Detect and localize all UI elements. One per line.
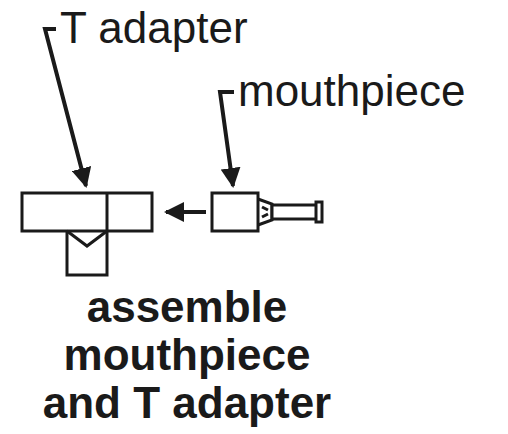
t-adapter	[22, 193, 152, 275]
assembly-arrow	[166, 210, 206, 214]
caption: assemble mouthpiece and T adapter	[22, 283, 352, 427]
part-label: mouthpiece	[238, 66, 465, 116]
part-label: T adapter	[60, 3, 248, 53]
mouthpiece	[212, 193, 322, 231]
leader-line	[220, 92, 234, 186]
leader-line	[45, 29, 86, 186]
